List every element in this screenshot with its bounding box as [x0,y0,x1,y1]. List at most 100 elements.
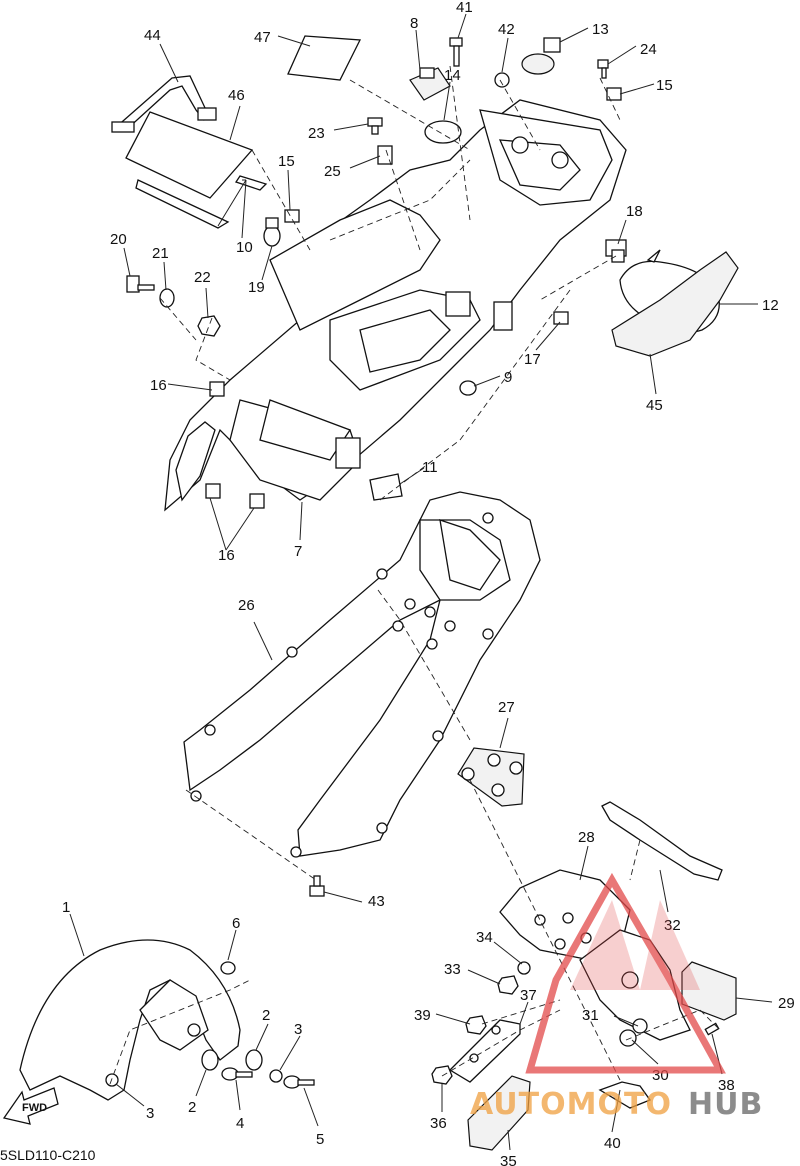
part-clip-17 [553,311,569,325]
callout-4: 4 [236,1115,244,1132]
part-reflector-35 [467,1075,531,1151]
part-pad-11 [369,473,403,501]
callout-32: 32 [664,917,681,934]
callout-7: 7 [294,543,302,560]
callout-15a: 15 [656,77,673,94]
callout-24: 24 [640,41,657,58]
part-nut-36 [431,1065,453,1085]
callout-43: 43 [368,893,385,910]
part-label-47 [287,35,362,81]
part-washer-21 [159,288,175,308]
watermark-text-1: AUTOMOTO [470,1087,672,1122]
part-nut-42 [494,72,510,88]
callout-36: 36 [430,1115,447,1132]
callout-3a: 3 [294,1021,302,1038]
callout-15b: 15 [278,153,295,170]
callout-21: 21 [152,245,169,262]
callout-17: 17 [524,351,541,368]
diagram-code: 5SLD110-C210 [0,1147,96,1163]
callout-20: 20 [110,231,127,248]
part-nut-6 [220,961,236,975]
part-washer-3b [269,1069,283,1083]
callout-26: 26 [238,597,255,614]
part-stay-32 [601,801,723,881]
watermark: AUTOMOTO HUB [470,872,763,1122]
callout-34: 34 [476,929,493,946]
watermark-text-2: HUB [688,1087,763,1122]
part-fender-box-7 [164,99,627,512]
part-clip-18 [605,239,627,263]
callout-40: 40 [604,1135,621,1152]
part-washer-31 [632,1018,648,1034]
callout-5: 5 [316,1131,324,1148]
part-screw-43 [309,875,325,897]
part-washer-30 [619,1029,637,1047]
fwd-label: FWD [22,1102,47,1114]
part-washer-34 [517,961,531,975]
part-clip-19 [263,217,281,247]
part-clip-15a [606,87,622,101]
part-gasket-14 [424,120,462,144]
callout-38: 38 [718,1077,735,1094]
part-nut-39 [465,1015,487,1035]
part-clip-16b [205,483,221,499]
part-collar-2b [245,1049,263,1071]
part-cap-9 [459,380,477,396]
callout-16a: 16 [150,377,167,394]
callout-1: 1 [62,899,70,916]
part-bolt-5 [283,1075,315,1089]
callout-19: 19 [248,279,265,296]
callout-37: 37 [520,987,537,1004]
callout-16b: 16 [218,547,235,564]
callout-14: 14 [444,67,461,84]
part-bracket-37 [448,1019,521,1083]
part-washer-3a [105,1073,119,1087]
part-front-fender-1 [19,939,241,1101]
part-nut-22 [197,315,221,337]
callout-27: 27 [498,699,515,716]
callout-47: 47 [254,29,271,46]
part-clip-15b [284,209,300,223]
part-clip-16c [249,493,265,509]
part-collar-2a [201,1049,219,1071]
part-screw-38 [704,1022,720,1036]
callout-11: 11 [422,459,438,476]
callout-41: 41 [456,0,473,16]
part-nut-33 [497,975,519,995]
part-sheet-46 [125,111,268,229]
callout-45: 45 [646,397,663,414]
part-bolt-4 [221,1067,253,1081]
callout-42: 42 [498,21,515,38]
part-pouch-45 [611,251,739,357]
part-cover-13 [521,37,561,75]
fwd-arrow-icon: FWD [2,1087,59,1125]
callout-3b: 3 [146,1105,154,1122]
callout-12: 12 [762,297,779,314]
part-flap-assembly [579,929,691,1041]
leader-lines [69,13,773,1151]
callout-10: 10 [236,239,253,256]
part-inner-fender-26 [183,491,541,858]
callout-39: 39 [414,1007,431,1024]
callout-22: 22 [194,269,211,286]
callout-13: 13 [592,21,609,38]
assembly-lines [109,65,721,1085]
part-grommet-23 [367,117,383,135]
callout-2a: 2 [262,1007,270,1024]
callout-25: 25 [324,163,341,180]
callout-33: 33 [444,961,461,978]
callout-2b: 2 [188,1099,196,1116]
callout-8: 8 [410,15,418,32]
part-clip-40 [598,1081,652,1109]
part-bolt-24 [597,59,609,79]
part-plate-27 [457,747,525,807]
part-clip-16a [209,381,225,397]
callout-31: 31 [582,1007,599,1024]
part-cap-8 [409,67,451,101]
callout-18: 18 [626,203,643,220]
watermark-triangle-icon [525,872,726,1074]
callout-46: 46 [228,87,245,104]
callout-28: 28 [578,829,595,846]
callout-23: 23 [308,125,325,142]
